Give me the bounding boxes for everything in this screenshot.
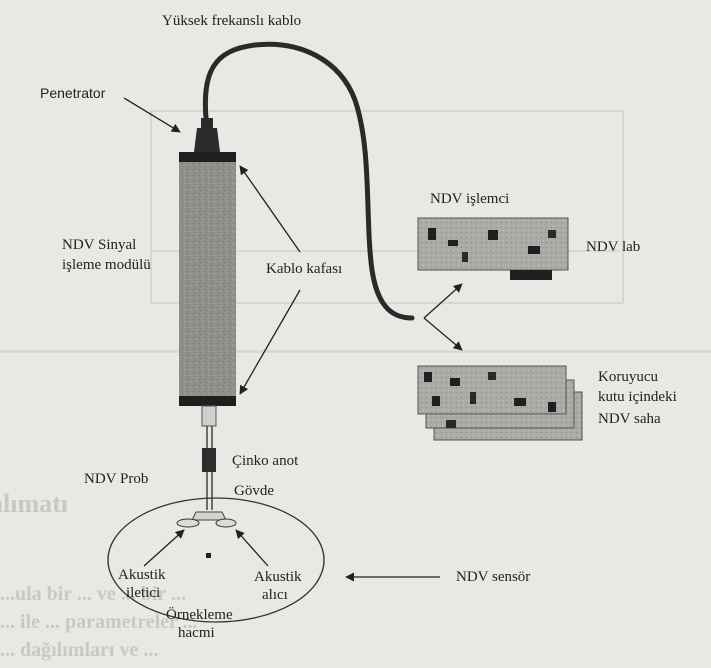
label-penetrator: Penetrator	[40, 85, 106, 101]
label-transmitter-2: iletici	[126, 585, 161, 601]
label-transmitter-1: Akustik	[118, 567, 166, 583]
penetrator-arrow	[123, 97, 181, 133]
label-cable: Yüksek frekanslı kablo	[162, 13, 302, 29]
background-page-text: alımatı ...ula bir ... ve ... bir ... ..…	[0, 480, 711, 668]
label-field-1: Koruyucu	[598, 369, 658, 385]
high-frequency-cable	[202, 41, 415, 321]
label-probe: NDV Prob	[84, 471, 149, 487]
label-receiver-2: alıcı	[262, 587, 288, 603]
label-signal-module-2: işleme modülü	[62, 257, 151, 273]
label-receiver-1: Akustik	[254, 569, 302, 585]
split-arrow-lab	[423, 283, 463, 319]
label-sampling-1: Örnekleme	[166, 607, 233, 623]
cable-head-arrow-bottom	[239, 289, 301, 395]
label-zinc-anode: Çinko anot	[232, 453, 299, 469]
label-signal-module-1: NDV Sinyal	[62, 237, 137, 253]
background-line-1: ...ula bir ... ve ... bir ...	[0, 583, 186, 605]
background-heading: alımatı	[0, 489, 68, 518]
background-rule-2	[0, 350, 711, 353]
signal-module	[179, 152, 236, 406]
background-table-frame	[150, 110, 624, 304]
label-sampling-2: hacmi	[178, 625, 215, 641]
label-sensor: NDV sensör	[456, 569, 531, 585]
transmitter-disc	[176, 518, 200, 528]
penetrator-connector	[194, 118, 220, 152]
ndv-lab-board	[417, 217, 569, 280]
label-cable-head: Kablo kafası	[266, 261, 343, 277]
label-field-2: kutu içindeki	[598, 389, 677, 405]
background-line-3: ... dağılımları ve ...	[0, 639, 159, 661]
label-lab: NDV lab	[586, 239, 641, 255]
label-body: Gövde	[234, 483, 274, 499]
sampling-point	[206, 553, 211, 558]
cable-head-arrow-top	[239, 165, 301, 253]
background-rule	[150, 250, 620, 252]
probe-shaft	[191, 405, 227, 521]
split-arrow-field	[423, 317, 463, 351]
receiver-arrow	[235, 529, 269, 567]
ndv-field-boards	[417, 365, 583, 441]
label-processor: NDV işlemci	[430, 191, 510, 207]
transmitter-arrow	[143, 529, 185, 567]
label-field-3: NDV saha	[598, 411, 661, 427]
sensor-ellipse	[107, 497, 325, 623]
receiver-disc	[215, 518, 237, 528]
background-line-2: ... ile ... parametreler ...	[0, 611, 198, 633]
